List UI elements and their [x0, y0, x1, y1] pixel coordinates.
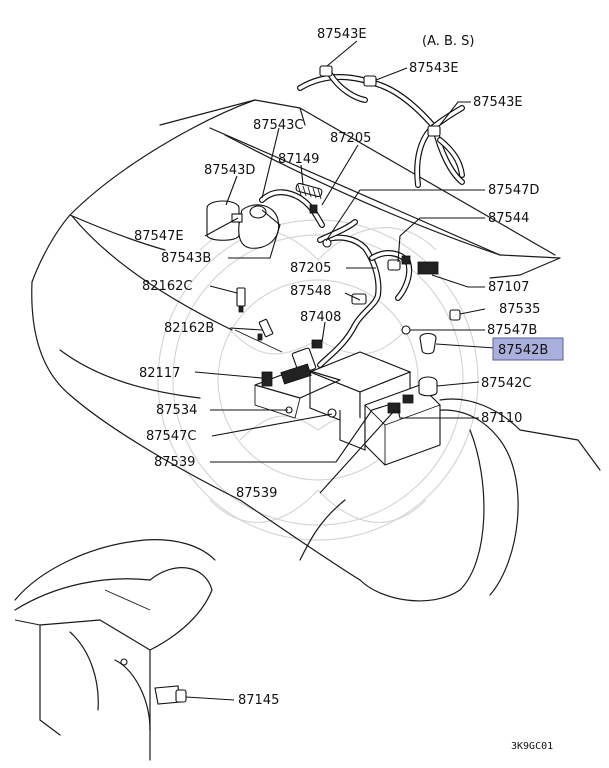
- part-label[interactable]: 87408: [300, 310, 341, 325]
- highlight-box: [492, 337, 564, 361]
- part-label[interactable]: 87547E: [134, 229, 184, 244]
- brake-reservoir-assembly: [206, 182, 325, 249]
- part-label[interactable]: 87543E: [317, 27, 367, 42]
- part-label[interactable]: 87535: [499, 302, 540, 317]
- part-label[interactable]: 87539: [236, 486, 277, 501]
- interior-dash-outline: [14, 539, 216, 761]
- brake-line-routing: [291, 219, 439, 375]
- part-label[interactable]: 87534: [156, 403, 197, 418]
- part-label[interactable]: 87544: [488, 211, 529, 226]
- part-label[interactable]: 87548: [290, 284, 331, 299]
- small-parts: [120, 287, 461, 705]
- part-label[interactable]: 87543C: [253, 118, 303, 133]
- leader-lines: [185, 40, 496, 701]
- abs-hose-lines: [297, 65, 465, 188]
- part-label[interactable]: 87543E: [473, 95, 523, 110]
- part-label[interactable]: 87543B: [161, 251, 211, 266]
- part-label[interactable]: 87542C: [481, 376, 531, 391]
- figure-code: 3K9GC01: [511, 741, 553, 752]
- part-label[interactable]: 87547C: [146, 429, 196, 444]
- part-label[interactable]: 87205: [290, 261, 331, 276]
- abs-unit-box: [254, 351, 441, 466]
- part-label[interactable]: 82162C: [142, 279, 192, 294]
- variant-note: (A. B. S): [422, 34, 475, 49]
- part-label[interactable]: 87547B: [487, 323, 537, 338]
- part-label[interactable]: 87145: [238, 693, 279, 708]
- part-label[interactable]: 87205: [330, 131, 371, 146]
- part-label[interactable]: 82162B: [164, 321, 214, 336]
- part-label[interactable]: 87110: [481, 411, 522, 426]
- part-label[interactable]: 87107: [488, 280, 529, 295]
- part-labels: 87543E (A. B. S) 87543E 87543E 87543C 87…: [134, 27, 553, 752]
- part-label[interactable]: 87543D: [204, 163, 255, 178]
- part-label[interactable]: 87539: [154, 455, 195, 470]
- part-label[interactable]: 87149: [278, 152, 319, 167]
- part-label-highlighted[interactable]: 87542B: [498, 343, 548, 358]
- part-label[interactable]: 87543E: [409, 61, 459, 76]
- part-label[interactable]: 87547D: [488, 183, 539, 198]
- part-label[interactable]: 82117: [139, 366, 180, 381]
